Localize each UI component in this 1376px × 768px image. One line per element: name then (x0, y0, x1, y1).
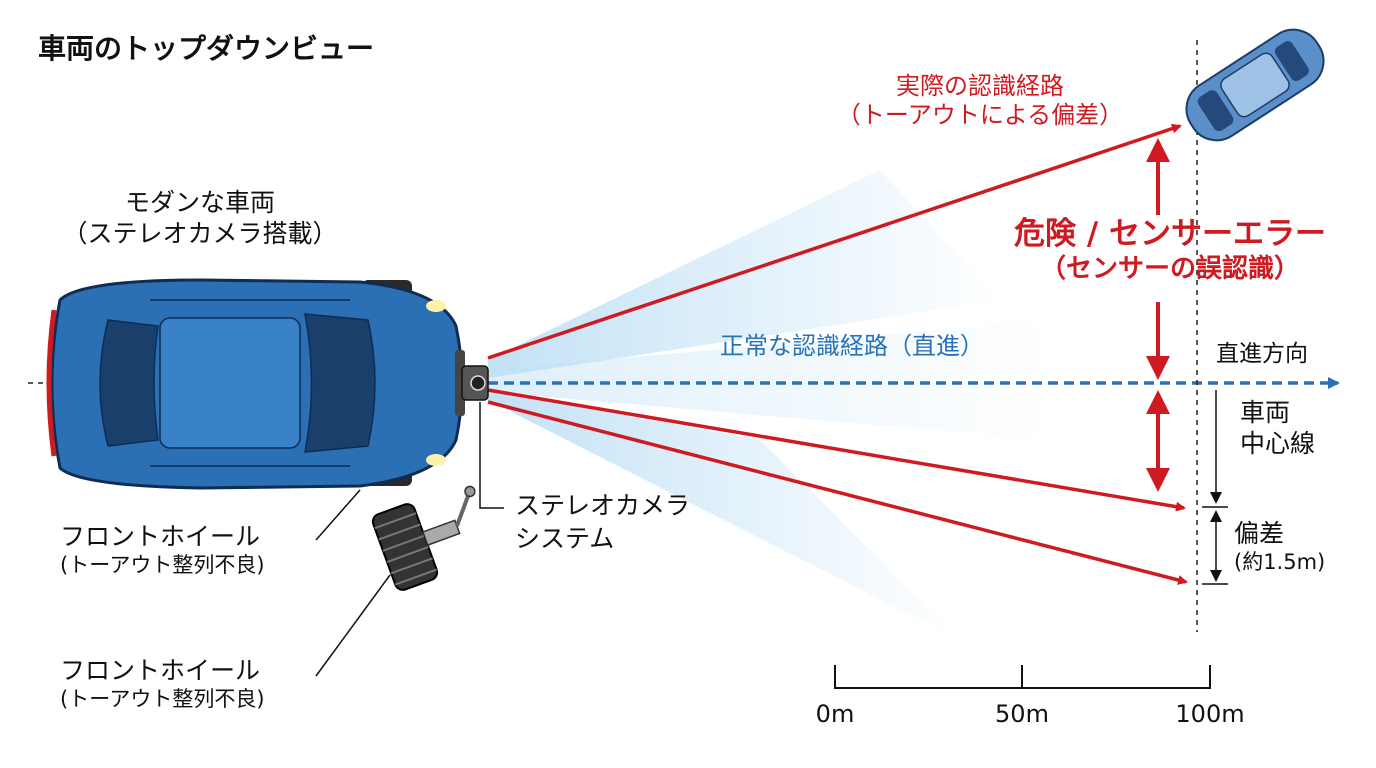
deviation-label-line2: (約1.5m) (1234, 549, 1326, 574)
heading-label: 直進方向 (1216, 341, 1308, 367)
deviation-label-line1: 偏差 (1234, 519, 1285, 548)
dimension-centerline (1202, 390, 1228, 508)
danger-label-line2: （センサーの誤認識） (1039, 253, 1300, 284)
scale-tick-100m: 100m (1175, 700, 1245, 728)
danger-arrows (1146, 138, 1170, 492)
actual-path-lower-arrow-2 (487, 400, 1188, 585)
page-title: 車両のトップダウンビュー (38, 32, 375, 65)
centerline-label: 車両 中心線 (1240, 397, 1315, 460)
main-car (46, 278, 465, 490)
fov-fan-middle (488, 320, 1050, 440)
actual-path-label-line2: （トーアウトによる偏差） (836, 101, 1124, 130)
danger-label-line1: 危険 / センサーエラー (1014, 216, 1326, 252)
leader-wheel-1 (315, 489, 361, 541)
wheel-label-2-line2: (トーアウト整列不良) (60, 686, 265, 711)
scale-bar (834, 665, 1211, 689)
wheel-icon (371, 485, 476, 591)
actual-path-upper-arrow (487, 123, 1182, 360)
vehicle-label-line1: モダンな車両 (124, 188, 275, 217)
camera-icon (461, 365, 489, 401)
danger-label: 危険 / センサーエラー （センサーの誤認識） (985, 216, 1355, 286)
camera-system-label-line1: ステレオカメラ (515, 491, 691, 520)
wheel-label-2-line1: フロントホイール (60, 656, 261, 685)
leader-camera (479, 402, 504, 509)
deviation-label: 偏差 (約1.5m) (1234, 519, 1325, 575)
vehicle-label: モダンな車両 （ステレオカメラ搭載） (40, 188, 360, 249)
camera-system-label: ステレオカメラ システム (515, 490, 690, 555)
distant-car (1185, 28, 1325, 142)
normal-path-label: 正常な認識経路（直進） (720, 332, 984, 360)
actual-path-lower-arrow-1 (487, 388, 1186, 512)
wheel-label-1-line2: (トーアウト整列不良) (60, 552, 265, 577)
centerline-label-line1: 車両 (1240, 398, 1291, 427)
leader-wheel-2 (315, 574, 391, 677)
wheel-label-1: フロントホイール (トーアウト整列不良) (60, 522, 265, 578)
scale-tick-0m: 0m (815, 700, 855, 728)
dimension-deviation (1202, 510, 1228, 585)
actual-path-label: 実際の認識経路 （トーアウトによる偏差） (790, 72, 1170, 131)
wheel-label-1-line1: フロントホイール (60, 522, 261, 551)
actual-path-label-line1: 実際の認識経路 (896, 72, 1064, 100)
centerline-label-line2: 中心線 (1240, 429, 1316, 459)
scale-tick-50m: 50m (995, 700, 1049, 728)
fov-fan-lower (488, 390, 960, 640)
camera-system-label-line2: システム (515, 523, 615, 553)
vehicle-label-line2: （ステレオカメラ搭載） (62, 218, 338, 248)
wheel-label-2: フロントホイール (トーアウト整列不良) (60, 656, 265, 712)
